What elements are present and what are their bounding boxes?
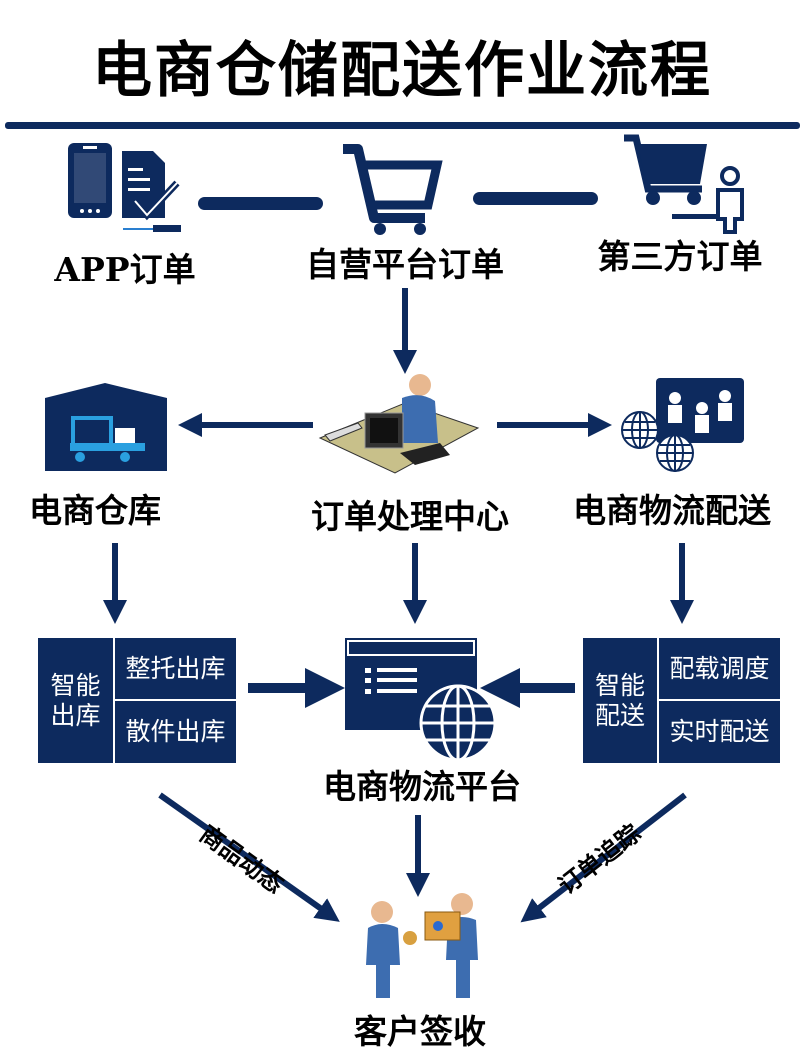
page-title: 电商仓储配送作业流程	[92, 36, 712, 106]
operator-workstation-icon	[318, 374, 480, 474]
delivery-item: 配载调度	[659, 638, 780, 699]
arrow-right-diag	[520, 792, 687, 923]
cart-person-icon	[624, 134, 744, 234]
warehouse-forklift-icon	[45, 383, 167, 471]
shopping-cart-icon	[343, 144, 443, 235]
arrow-left-diag	[158, 792, 340, 922]
source-label-app: APP订单	[54, 250, 196, 289]
outbound-title: 智能出库	[38, 638, 113, 763]
global-people-network-icon	[621, 378, 744, 472]
web-globe-icon	[345, 638, 497, 762]
connector-line	[473, 192, 598, 205]
delivery-title: 智能配送	[583, 638, 657, 763]
delivery-item: 实时配送	[659, 701, 780, 763]
outbound-item: 整托出库	[115, 638, 236, 699]
delivery-box: 智能配送 配载调度 实时配送	[583, 638, 780, 763]
source-label-third: 第三方订单	[597, 237, 763, 276]
outbound-box: 智能出库 整托出库 散件出库	[38, 638, 236, 763]
connector-line	[198, 197, 323, 210]
source-label-self: 自营平台订单	[306, 245, 504, 284]
outbound-item: 散件出库	[115, 701, 236, 763]
customer-label: 客户签收	[354, 1012, 486, 1051]
center-label: 订单处理中心	[311, 497, 509, 536]
mobile-order-icon	[68, 143, 181, 232]
platform-label: 电商物流平台	[323, 767, 521, 806]
package-handover-icon	[366, 893, 478, 998]
warehouse-label: 电商仓库	[29, 491, 161, 530]
title-divider	[5, 122, 800, 129]
logistics-label: 电商物流配送	[573, 491, 771, 530]
